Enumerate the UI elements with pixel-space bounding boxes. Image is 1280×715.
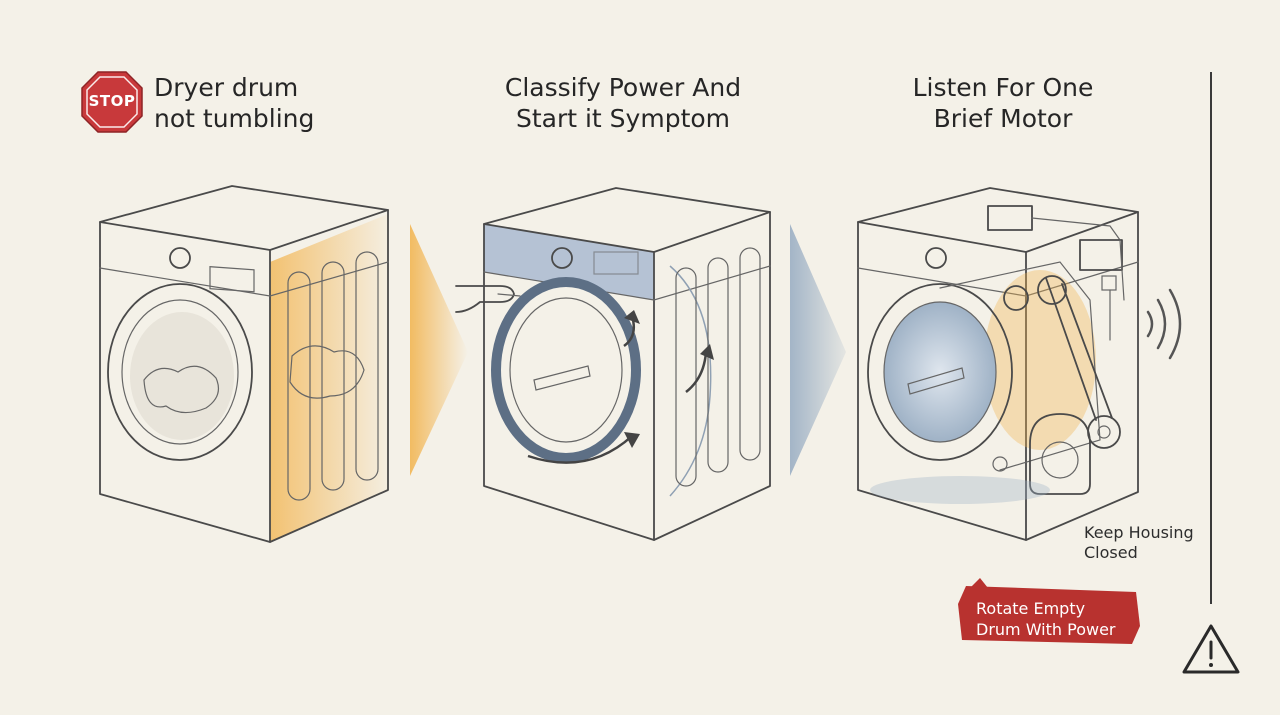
- dryer-sketch-2: [455, 187, 771, 541]
- step-2-title: Classify Power And Start it Symptom: [504, 73, 742, 133]
- callout-bg: [958, 586, 1140, 644]
- step-1-title: Dryer drum not tumbling: [154, 73, 315, 133]
- rotate-drum-callout: Rotate Empty Drum With Power: [976, 599, 1116, 639]
- stop-sign-label: STOP: [88, 92, 136, 110]
- sound-waves-icon: [1146, 288, 1182, 360]
- warning-triangle-icon: [1182, 624, 1240, 674]
- dryer-sketch-3: [857, 187, 1139, 541]
- arrow-right-icon: [790, 224, 846, 476]
- step-3-title: Listen For One Brief Motor: [912, 73, 1094, 133]
- rotation-arrow-icon: [527, 310, 714, 464]
- keep-housing-closed-note: Keep Housing Closed: [1084, 523, 1194, 562]
- dryer-sketch-1: [99, 185, 389, 543]
- hand-icon: [455, 285, 521, 313]
- arrow-right-icon: [410, 224, 468, 476]
- stop-sign-icon: [81, 71, 143, 133]
